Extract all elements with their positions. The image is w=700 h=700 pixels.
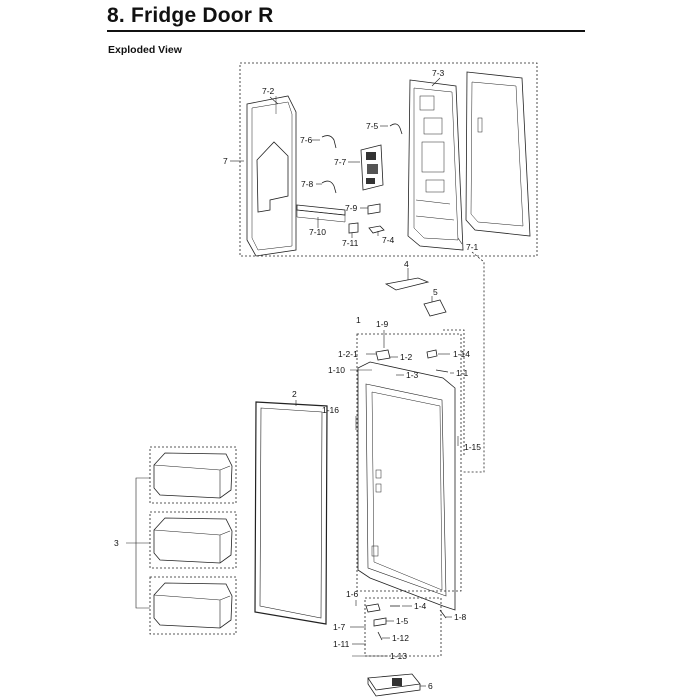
label-1-15: 1-15 <box>464 442 481 452</box>
label-1-11: 1-11 <box>333 639 350 649</box>
label-7-7: 7-7 <box>334 157 347 167</box>
part-5-cap <box>423 299 447 317</box>
part-7-8-hook <box>321 180 337 194</box>
label-1-3: 1-3 <box>406 370 419 380</box>
label-1-14: 1-14 <box>453 349 470 359</box>
label-7-5: 7-5 <box>366 121 379 131</box>
part-7-6-hook <box>321 135 337 149</box>
part-1-5 <box>373 617 387 627</box>
label-1-1: 1-1 <box>456 368 469 378</box>
label-1-4: 1-4 <box>414 601 427 611</box>
part-door-assembly <box>357 361 456 611</box>
label-1-5: 1-5 <box>396 616 409 626</box>
section-subtitle: Exploded View <box>108 44 182 56</box>
label-1-12: 1-12 <box>392 633 409 643</box>
part-7-9 <box>367 203 381 215</box>
group-box-1-bottom <box>364 597 442 657</box>
label-3: 3 <box>114 538 119 548</box>
part-1-1 <box>435 369 449 373</box>
label-1-2: 1-2 <box>400 352 413 362</box>
part-7-7-pcb <box>360 144 384 191</box>
part-4-bracket <box>384 277 430 291</box>
label-4: 4 <box>404 259 409 269</box>
label-1-10: 1-10 <box>328 365 345 375</box>
group-box-3a <box>149 446 237 504</box>
label-1-6: 1-6 <box>346 589 359 599</box>
part-7-4 <box>368 225 385 234</box>
label-7-2: 7-2 <box>262 86 275 96</box>
group-box-3b <box>149 511 237 569</box>
part-3-bin-a <box>153 452 233 499</box>
label-1-9: 1-9 <box>376 319 389 329</box>
part-door-panel-right <box>465 71 531 237</box>
label-1-16: 1-16 <box>322 405 339 415</box>
connector-5 <box>443 329 465 456</box>
part-2-gasket <box>254 401 328 625</box>
part-3-bin-b <box>153 517 233 564</box>
label-1: 1 <box>356 315 361 325</box>
label-7-10: 7-10 <box>309 227 326 237</box>
part-7-2-panel <box>246 95 297 257</box>
label-1-13: 1-13 <box>390 651 407 661</box>
part-3-bin-c <box>153 582 233 629</box>
label-7-3: 7-3 <box>432 68 445 78</box>
label-1-2-1: 1-2-1 <box>338 349 358 359</box>
part-7-11 <box>348 222 359 234</box>
group-box-1 <box>356 333 462 592</box>
label-7: 7 <box>223 156 228 166</box>
page-title: 8. Fridge Door R <box>107 4 274 27</box>
title-underline <box>107 30 585 32</box>
part-7-10-strip <box>296 204 346 223</box>
label-7-8: 7-8 <box>301 179 314 189</box>
label-1-7: 1-7 <box>333 622 346 632</box>
part-1-14 <box>426 349 438 359</box>
label-2: 2 <box>292 389 297 399</box>
label-7-9: 7-9 <box>345 203 358 213</box>
part-7-3-frame <box>407 79 464 251</box>
part-7-5-hook <box>389 123 403 135</box>
label-7-1: 7-1 <box>466 242 479 252</box>
connector-7-to-1 <box>462 251 485 473</box>
label-7-6: 7-6 <box>300 135 313 145</box>
part-1-12 <box>377 631 383 641</box>
label-6: 6 <box>428 681 433 691</box>
label-7-4: 7-4 <box>382 235 395 245</box>
part-6-hinge <box>367 673 421 697</box>
part-1-2 <box>375 349 391 361</box>
group-box-3c <box>149 576 237 635</box>
group-box-7 <box>239 62 538 257</box>
label-1-8: 1-8 <box>454 612 467 622</box>
part-1-6 <box>365 603 381 613</box>
leader-lines <box>126 77 463 687</box>
part-1-8 <box>439 609 447 619</box>
label-7-11: 7-11 <box>342 238 359 248</box>
label-5: 5 <box>433 287 438 297</box>
